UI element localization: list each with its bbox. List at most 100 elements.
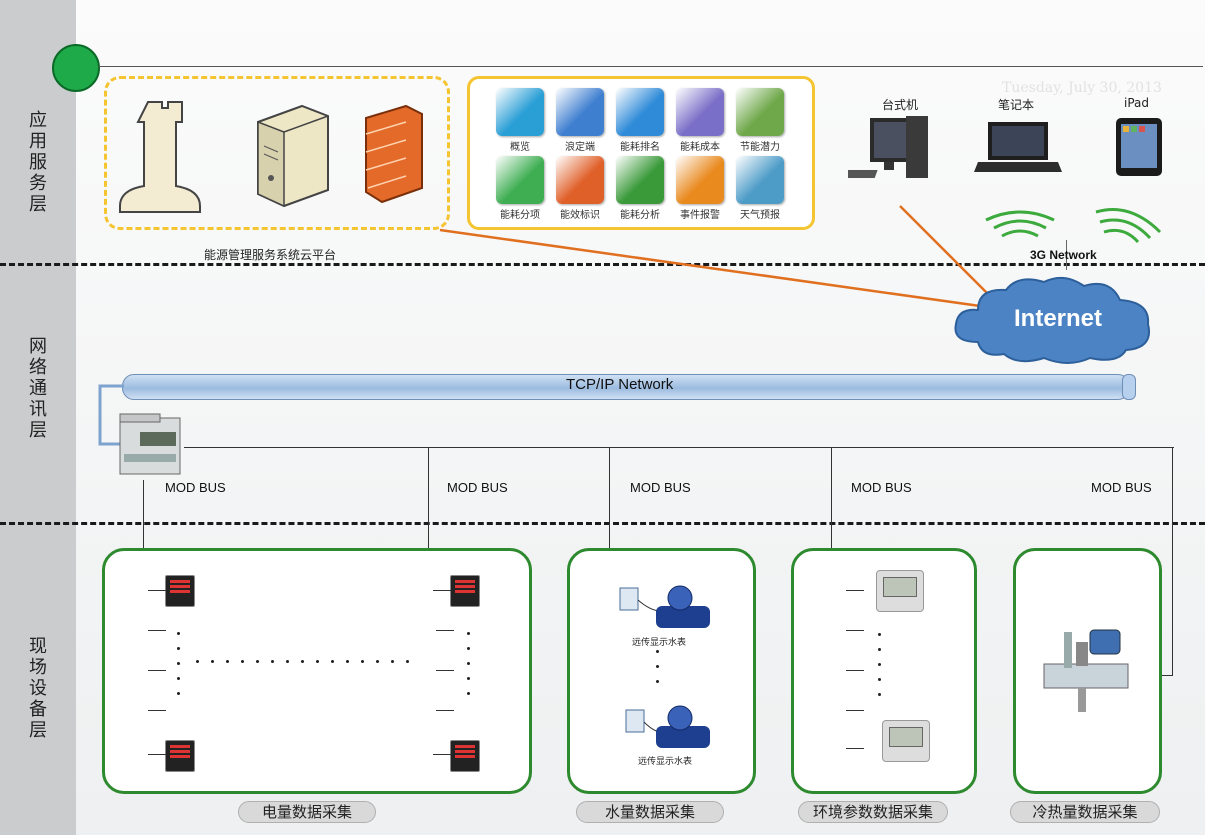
electric-group-label: 电量数据采集 <box>238 801 376 823</box>
modbus-drop-5 <box>1172 447 1173 675</box>
ellipsis-dot <box>878 663 881 666</box>
layer-label-network: 网络通讯层 <box>0 336 76 441</box>
bus-tap <box>433 754 451 755</box>
cloud-platform-label: 能源管理服务系统云平台 <box>204 248 337 262</box>
ellipsis-dot <box>316 660 319 663</box>
thermometer-icon <box>882 720 930 762</box>
gateway-device-icon <box>119 413 181 475</box>
ipad-label: iPad <box>1124 96 1150 110</box>
ellipsis-dot <box>878 633 881 636</box>
app-tile-icon[interactable] <box>616 156 664 204</box>
app-tile-label: 事件报警 <box>680 210 720 221</box>
app-tile-icon[interactable] <box>556 156 604 204</box>
app-tile-icon[interactable] <box>496 156 544 204</box>
ipad-icon <box>1116 118 1162 176</box>
app-tile-label: 天气预报 <box>740 210 780 221</box>
ellipsis-dot <box>467 662 470 665</box>
app-tile-icon[interactable] <box>496 88 544 136</box>
ellipsis-dot <box>301 660 304 663</box>
ellipsis-dot <box>361 660 364 663</box>
ellipsis-dot <box>467 632 470 635</box>
modbus-label-5: MOD BUS <box>1091 480 1152 495</box>
laptop-icon <box>974 122 1062 172</box>
app-tile-icon[interactable] <box>616 88 664 136</box>
3g-network-label: 3G Network <box>1030 248 1097 262</box>
internet-cloud-icon <box>954 276 1150 364</box>
bus-tap <box>436 670 454 671</box>
bus-tap <box>846 748 864 749</box>
layer-column <box>0 0 76 835</box>
internet-label: Internet <box>1014 305 1103 332</box>
ellipsis-dot <box>878 648 881 651</box>
modbus-label-1: MOD BUS <box>165 480 226 495</box>
ellipsis-dot <box>177 632 180 635</box>
bus-tap <box>148 754 166 755</box>
ellipsis-dot <box>656 680 659 683</box>
ellipsis-dot <box>271 660 274 663</box>
power-meter-icon <box>450 740 480 772</box>
wifi-signal-icon <box>985 210 1055 238</box>
layer-app-text: 应用服务层 <box>29 110 47 215</box>
ellipsis-dot <box>406 660 409 663</box>
app-tile-label: 能耗成本 <box>680 142 720 153</box>
ellipsis-dot <box>177 647 180 650</box>
app-tile-label: 节能潜力 <box>740 142 780 153</box>
power-meter-icon <box>165 740 195 772</box>
bus-tap <box>436 630 454 631</box>
ellipsis-dot <box>226 660 229 663</box>
ellipsis-dot <box>241 660 244 663</box>
power-meter-icon <box>450 575 480 607</box>
ellipsis-dot <box>656 650 659 653</box>
app-tile-label: 概览 <box>510 142 530 153</box>
laptop-label: 笔记本 <box>998 98 1035 112</box>
status-circle-icon <box>52 44 100 92</box>
server-tower-icon <box>119 101 201 213</box>
app-tile-label: 浪定端 <box>565 142 595 153</box>
ellipsis-dot <box>177 677 180 680</box>
bus-tap <box>436 710 454 711</box>
ellipsis-dot <box>467 692 470 695</box>
modbus-label-2: MOD BUS <box>447 480 508 495</box>
bus-tap <box>846 670 864 671</box>
ellipsis-dot <box>331 660 334 663</box>
ellipsis-dot <box>878 678 881 681</box>
layer-label-app: 应用服务层 <box>0 110 76 215</box>
app-tile-icon[interactable] <box>676 156 724 204</box>
desktop-label: 台式机 <box>882 98 919 112</box>
modbus-trunk <box>184 447 1174 448</box>
ellipsis-dot <box>346 660 349 663</box>
ellipsis-dot <box>177 662 180 665</box>
bus-tap <box>846 630 864 631</box>
app-tile-icon[interactable] <box>736 88 784 136</box>
app-tile-icon[interactable] <box>676 88 724 136</box>
3g-connector <box>1066 240 1067 270</box>
top-rule <box>98 66 1203 67</box>
bus-tap <box>148 590 166 591</box>
env-group-label: 环境参数数据采集 <box>798 801 948 823</box>
desktop-computer-icon <box>848 116 928 178</box>
server-box-icon <box>257 104 329 208</box>
gateway-link <box>98 384 124 446</box>
app-tile-icon[interactable] <box>556 88 604 136</box>
wifi-signal-ipad-icon <box>1095 208 1162 244</box>
cloud-platform-box <box>104 76 450 230</box>
water-group-box <box>567 548 756 794</box>
power-meter-icon <box>165 575 195 607</box>
ellipsis-dot <box>286 660 289 663</box>
layer-divider-bottom <box>0 522 1205 525</box>
ellipsis-dot <box>467 647 470 650</box>
water-meter-icon <box>625 705 710 748</box>
ellipsis-dot <box>211 660 214 663</box>
layer-field-text: 现场设备层 <box>29 636 47 741</box>
heat-meter-icon <box>1043 629 1129 712</box>
ellipsis-dot <box>177 692 180 695</box>
modbus-label-4: MOD BUS <box>851 480 912 495</box>
ellipsis-dot <box>391 660 394 663</box>
water-meter-label-2: 远传显示水表 <box>638 757 693 767</box>
app-tile-icon[interactable] <box>736 156 784 204</box>
water-group-label: 水量数据采集 <box>576 801 724 823</box>
bus-tap <box>148 630 166 631</box>
bus-tap <box>433 590 451 591</box>
app-tile-label: 能耗排名 <box>620 142 660 153</box>
